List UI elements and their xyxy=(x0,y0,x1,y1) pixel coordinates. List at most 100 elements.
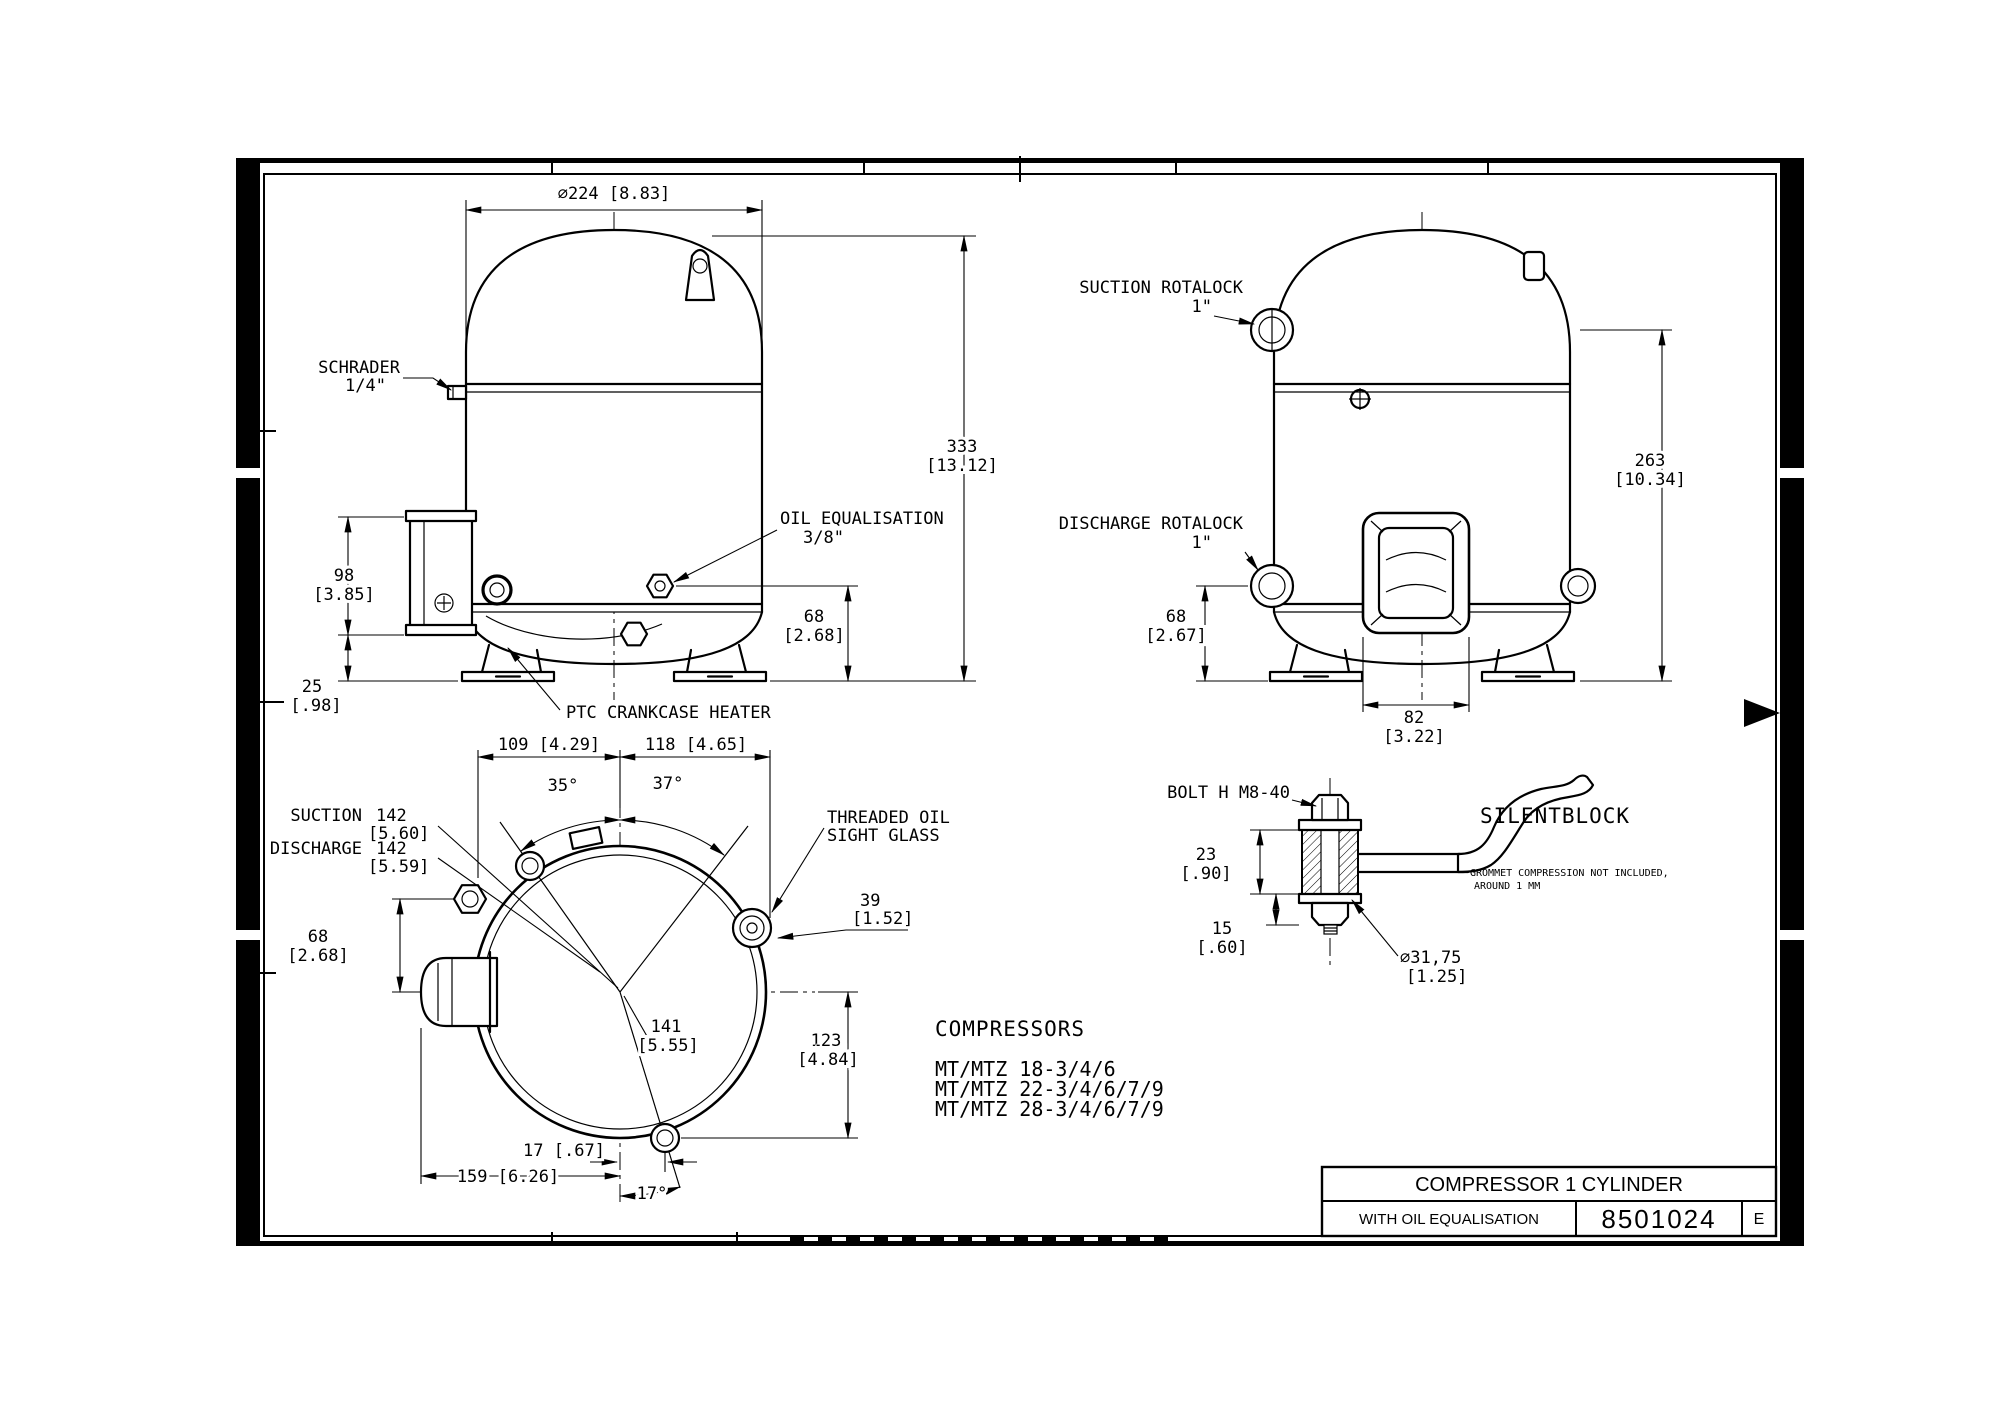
side-body xyxy=(1272,228,1572,666)
top-tab-fitting xyxy=(568,825,604,851)
silentblock-top-washer xyxy=(1297,818,1363,832)
drawing-revision: E xyxy=(1754,1211,1765,1228)
oil-equalisation-label: OIL EQUALISATION xyxy=(780,509,944,529)
front-height-dim-in: [13.12] xyxy=(926,456,998,476)
compressors-heading: COMPRESSORS xyxy=(935,1017,1085,1041)
oil-equalisation-leader xyxy=(672,529,778,583)
front-lifting-lug xyxy=(684,248,716,302)
front-dim-98: 98 xyxy=(334,566,354,586)
ptc-heater-label: PTC CRANKCASE HEATER xyxy=(566,703,771,723)
grommet-note-2: AROUND 1 MM xyxy=(1474,881,1540,892)
suction-rotalock-label: SUCTION ROTALOCK xyxy=(1079,278,1244,298)
front-view: ∅224 [8.83] SCHRADER 1/4" 333 [13.12] OI… xyxy=(287,181,1000,723)
top-discharge-dim: 142 xyxy=(376,839,407,859)
front-dimensions xyxy=(338,200,976,711)
silentblock-detail: BOLT H M8-40 SILENTBLOCK 23 [.90] 15 [.6… xyxy=(1167,774,1669,987)
side-center-hole xyxy=(1349,388,1371,410)
discharge-rotalock-fitting xyxy=(1249,563,1295,609)
schrader-label: SCHRADER xyxy=(318,358,401,378)
discharge-rotalock-label: DISCHARGE ROTALOCK xyxy=(1059,514,1244,534)
top-suction-label: SUCTION xyxy=(290,806,362,826)
top-angle-37: 37° xyxy=(653,774,684,794)
side-height-dim-in: [10.34] xyxy=(1614,470,1686,490)
terminal-box xyxy=(1361,511,1471,635)
top-bottom-port xyxy=(649,1122,681,1154)
silentblock-nut xyxy=(1310,901,1350,935)
top-discharge-port xyxy=(419,950,499,1034)
top-dim-118: 118 [4.65] xyxy=(645,735,747,755)
side-right-fitting xyxy=(1559,567,1597,605)
top-dim-39: 39 xyxy=(860,891,880,911)
front-dim-25: 25 xyxy=(302,677,322,697)
front-oil-sight-glass xyxy=(481,574,513,606)
compressor-model-1: MT/MTZ 18-3/4/6 xyxy=(935,1057,1116,1081)
border-tick-marks xyxy=(256,156,1489,1244)
top-dim-68-in: [2.68] xyxy=(287,946,348,966)
side-top-fitting xyxy=(1522,250,1546,282)
top-dim-141-in: [5.55] xyxy=(637,1036,698,1056)
drawing-title: COMPRESSOR 1 CYLINDER xyxy=(1415,1174,1683,1196)
oil-equalisation-size: 3/8" xyxy=(803,528,844,548)
front-dim-68-in: [2.68] xyxy=(783,626,844,646)
compressor-model-2: MT/MTZ 22-3/4/6/7/9 xyxy=(935,1077,1164,1101)
front-bottom-plug xyxy=(619,621,649,647)
front-schrader-fitting xyxy=(446,384,468,401)
front-feet xyxy=(460,643,768,683)
suction-rotalock-leader xyxy=(1213,315,1256,325)
top-suction-port xyxy=(514,850,546,882)
drawing-number: 8501024 xyxy=(1601,1204,1716,1234)
grommet-diameter-in: [1.25] xyxy=(1406,967,1467,987)
side-dim-68: 68 xyxy=(1166,607,1186,627)
front-height-dim: 333 xyxy=(947,437,978,457)
silentblock-dim-15-in: [.60] xyxy=(1196,938,1247,958)
silentblock-bottom-washer xyxy=(1297,892,1363,905)
side-dim-82: 82 xyxy=(1404,708,1424,728)
top-discharge-label: DISCHARGE xyxy=(270,839,362,859)
silentblock-dim-23: 23 xyxy=(1196,845,1216,865)
top-view: 109 [4.29] 118 [4.65] 35° 37° SUCTION 14… xyxy=(270,732,950,1207)
front-dim-25-in: [.98] xyxy=(290,696,341,716)
side-dimensions xyxy=(1196,315,1672,712)
top-suction-dim: 142 xyxy=(376,806,407,826)
top-angle-17: 17° xyxy=(637,1184,668,1204)
front-electrical-box xyxy=(404,509,478,637)
title-block: COMPRESSOR 1 CYLINDER WITH OIL EQUALISAT… xyxy=(1320,1165,1778,1238)
top-dim-123: 123 xyxy=(811,1031,842,1051)
front-oil-equalisation-fitting xyxy=(645,573,675,599)
top-sight-glass-port xyxy=(731,907,773,949)
grommet-dia-leader xyxy=(1351,899,1399,957)
front-dim-68: 68 xyxy=(804,607,824,627)
top-dim-123-in: [4.84] xyxy=(797,1050,858,1070)
silentblock-bracket-arm xyxy=(1356,774,1595,874)
sight-glass-label-2: SIGHT GLASS xyxy=(827,826,940,846)
top-dim-109: 109 [4.29] xyxy=(498,735,600,755)
silentblock-title: SILENTBLOCK xyxy=(1480,804,1630,828)
top-suction-dim-in: [5.60] xyxy=(368,824,429,844)
top-dim-141: 141 xyxy=(651,1017,682,1037)
top-dimensions xyxy=(392,750,908,1184)
top-dim-68: 68 xyxy=(308,927,328,947)
side-feet xyxy=(1268,643,1576,683)
side-dim-82-in: [3.22] xyxy=(1383,727,1444,747)
front-dim-98-in: [3.85] xyxy=(313,585,374,605)
top-dim-39-in: [1.52] xyxy=(852,909,913,929)
fold-arrow-marker xyxy=(1744,699,1780,727)
suction-rotalock-fitting xyxy=(1249,307,1295,353)
top-dim-159: 159 [6.26] xyxy=(457,1167,559,1187)
top-discharge-dim-in: [5.59] xyxy=(368,857,429,877)
drawing-border xyxy=(236,156,1804,1246)
front-body xyxy=(464,228,764,666)
grommet-note-1: GROMMET COMPRESSION NOT INCLUDED, xyxy=(1470,868,1669,879)
top-angle-lines xyxy=(499,816,749,1200)
discharge-rotalock-leader xyxy=(1244,551,1259,571)
silentblock-bolt-head xyxy=(1310,793,1350,822)
silentblock-dim-15: 15 xyxy=(1212,919,1232,939)
ptc-leader xyxy=(507,647,561,711)
silentblock-grommet xyxy=(1301,829,1359,895)
silentblock-dimensions xyxy=(1250,798,1399,957)
top-dim-17: 17 [.67] xyxy=(523,1141,605,1161)
schrader-size: 1/4" xyxy=(345,376,386,396)
sight-glass-le ader xyxy=(771,827,825,914)
grommet-diameter: ∅31,75 xyxy=(1400,948,1461,968)
